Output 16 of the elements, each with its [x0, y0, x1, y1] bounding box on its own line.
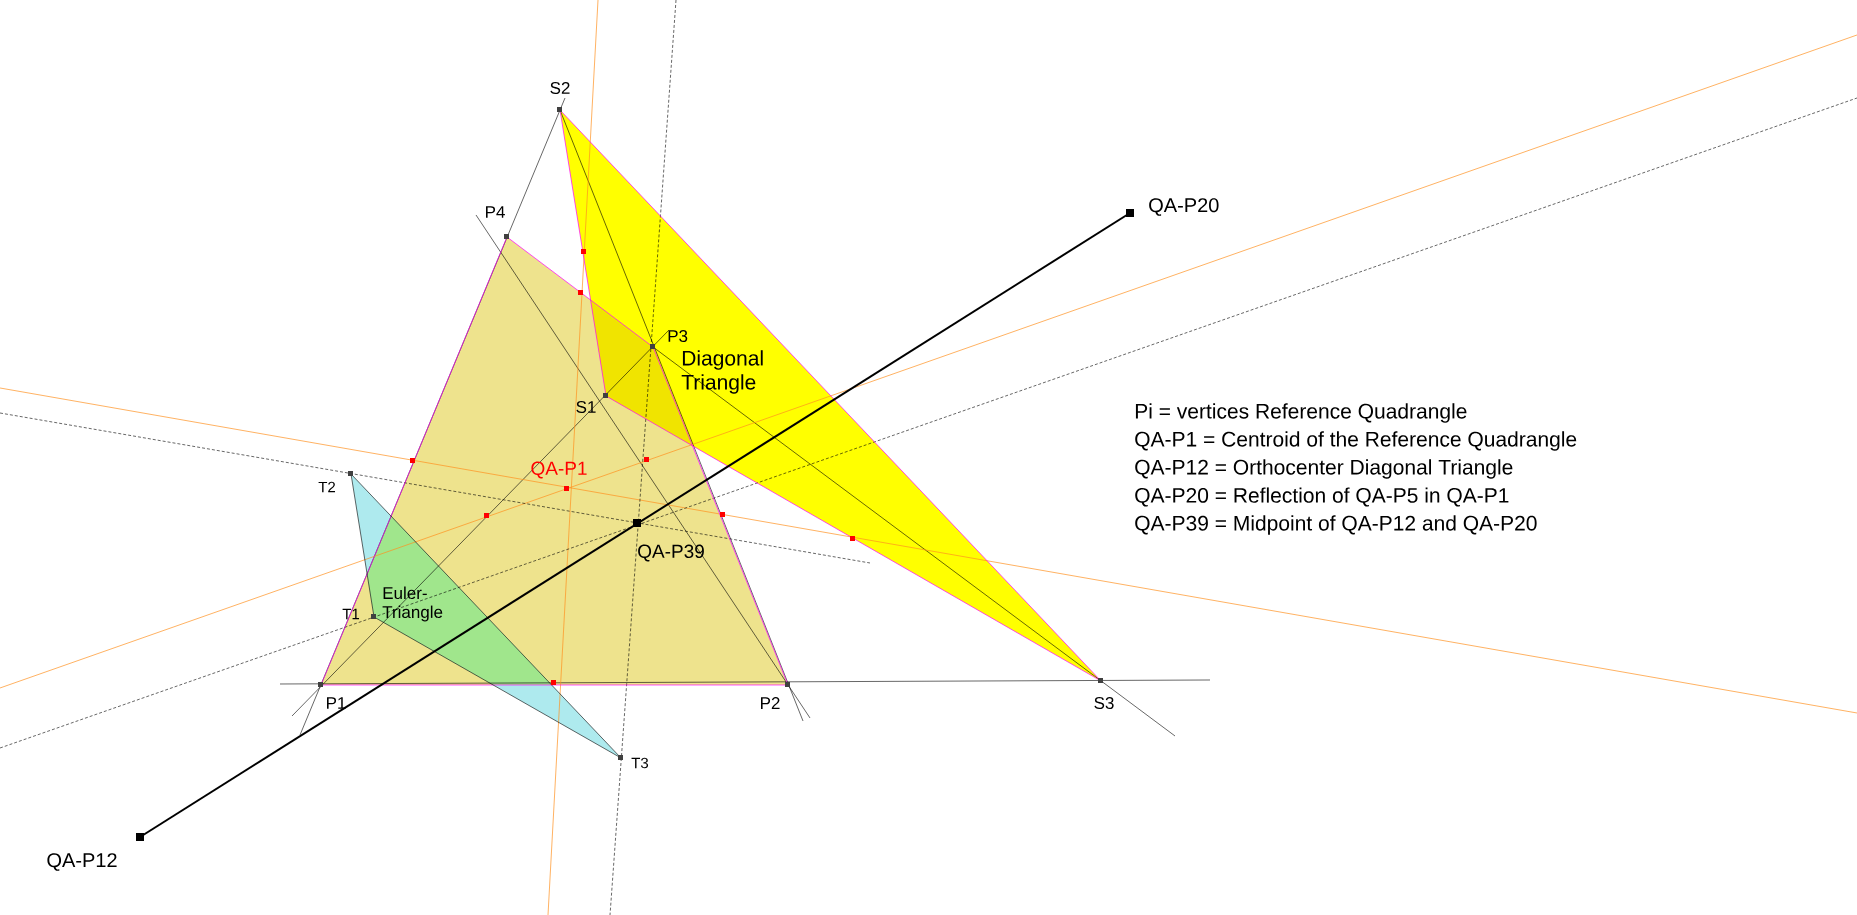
point-label: T2 [318, 481, 335, 493]
note-text: Pi = vertices Reference Quadrangle [1135, 403, 1467, 423]
note-text: QA-P39 = Midpoint of QA-P12 and QA-P20 [1135, 515, 1537, 535]
point-label: QA-P12 [47, 853, 117, 871]
point-label: QA-P39 [638, 544, 704, 562]
point-label: T3 [631, 757, 649, 769]
point-label: P3 [668, 330, 688, 342]
point-label: QA-P20 [1149, 198, 1219, 216]
point-label: S1 [576, 401, 596, 413]
note-text: QA-P12 = Orthocenter Diagonal Triangle [1135, 459, 1513, 479]
point-label: S3 [1094, 697, 1114, 709]
note-text: QA-P1 = Centroid of the Reference Quadrangle [1135, 431, 1577, 451]
point-label: P2 [761, 697, 780, 709]
point-label: P4 [486, 206, 505, 218]
point-label: S2 [550, 82, 570, 94]
note-text: QA-P20 = Reflection of QA-P5 in QA-P1 [1135, 487, 1509, 507]
